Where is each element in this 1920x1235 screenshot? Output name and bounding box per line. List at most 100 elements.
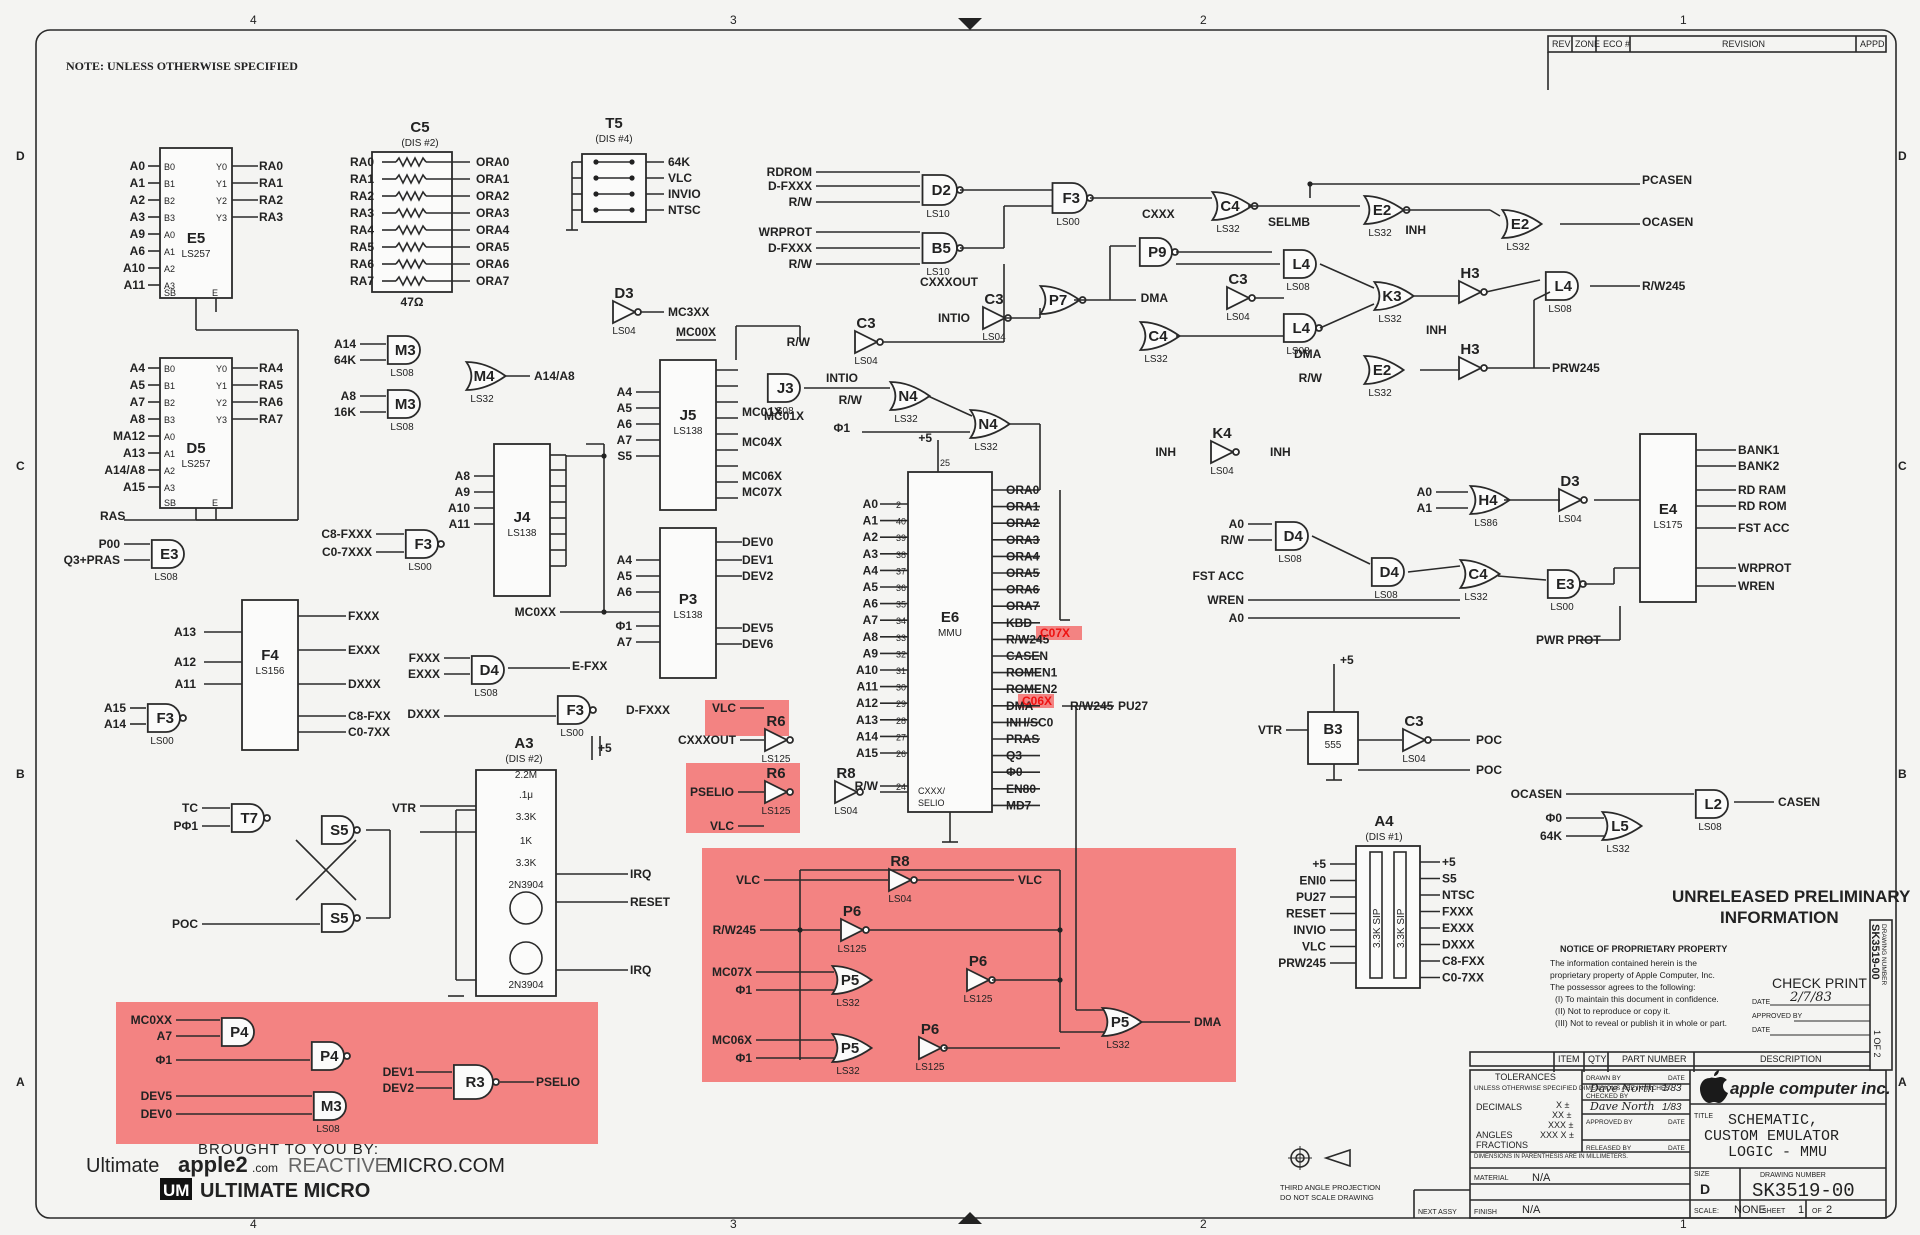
a4-in-6: PRW245 <box>1278 956 1326 970</box>
e4-out-6: WREN <box>1738 579 1775 593</box>
highlight-region-dma <box>702 848 1236 1082</box>
gate-s5a-label: S5 <box>330 822 348 839</box>
gate-p6c-type: LS125 <box>916 1062 945 1073</box>
gate-h4-type: LS86 <box>1474 518 1498 529</box>
gate-s5b: S5 <box>320 903 361 933</box>
tb-drawing-number: SK3519-00 <box>1752 1180 1855 1202</box>
p3-in-2: A6 <box>617 585 633 599</box>
gate-m3c-type: LS08 <box>316 1124 340 1135</box>
gate-m4-label: M4 <box>474 368 495 385</box>
e6-in-11: A11 <box>857 680 879 694</box>
f4-in-1: A12 <box>174 655 196 669</box>
e6-pin-in-4: 37 <box>896 566 906 576</box>
net-r245: R/W245 <box>1070 699 1114 713</box>
h3b-out-0: PRW245 <box>1552 361 1600 375</box>
a3-plus5: +5 <box>598 741 612 755</box>
c5-in-0: RA0 <box>350 155 374 169</box>
m3a-in-0: A14 <box>334 337 356 351</box>
r6b-in-1: VLC <box>710 819 734 833</box>
credits-reactive: REACTIVE <box>288 1155 388 1177</box>
d5-out-1: RA5 <box>259 378 283 392</box>
d4c-out-0: E-FXX <box>572 659 607 673</box>
tb-title-line-2: CUSTOM EMULATOR <box>1704 1128 1839 1145</box>
l2-out-0: CASEN <box>1778 795 1820 809</box>
apple-logo-icon <box>1700 1070 1728 1103</box>
a4-out-1: S5 <box>1442 872 1457 886</box>
gate-k4-type: LS04 <box>1210 466 1234 477</box>
gate-r8a-type: LS04 <box>834 806 858 817</box>
t7-in-1: PΦ1 <box>173 819 198 833</box>
gate-c3a-label: C3 <box>984 291 1003 308</box>
gate-c4a-type: LS32 <box>1216 224 1240 235</box>
e6-out-3: ORA3 <box>1006 533 1040 547</box>
e6-out-7: ORA7 <box>1006 599 1040 613</box>
highlight-region-r6a <box>705 700 789 736</box>
d5-sb: SB <box>164 498 176 508</box>
d4a-in-1: R/W <box>1221 533 1245 547</box>
e3a-out-0: RAS <box>100 509 125 523</box>
c3d-out-0: POC <box>1476 733 1502 747</box>
f3b-in-1: C0-7XXX <box>322 545 372 559</box>
c5-out-3: ORA3 <box>476 206 510 220</box>
a3-out-1: RESET <box>630 895 671 909</box>
gate-p6b-label: P6 <box>969 953 987 970</box>
tb-mm-note: DIMENSIONS IN PARENTHESIS ARE IN MILLIME… <box>1474 1154 1628 1160</box>
e6-c07x-label: C07X <box>1040 626 1070 640</box>
j5-in-3: A7 <box>617 433 633 447</box>
c5-out-4: ORA4 <box>476 223 510 237</box>
tb-header-part: PART NUMBER <box>1622 1054 1687 1064</box>
e2-out-pcasen: PCASEN <box>1642 173 1692 187</box>
gate-f3d-label: F3 <box>157 710 175 727</box>
p5b-in-0: MC06X <box>712 1033 752 1047</box>
f3d-in-1: A14 <box>104 717 126 731</box>
e6-pin-in-12: 29 <box>896 699 906 709</box>
proprietary-notice: NOTICE OF PROPRIETARY PROPERTY The infor… <box>1550 944 1727 1028</box>
gate-j3-type: LS08 <box>770 406 794 417</box>
e2c-in-0: R/W <box>1299 371 1323 385</box>
a3-out-2: IRQ <box>630 963 651 977</box>
e5-pin-in-6: A2 <box>164 264 175 274</box>
p3-in-1: A5 <box>617 569 633 583</box>
e6-pin-in-6: 35 <box>896 600 906 610</box>
proprietary-line-4: (I) To maintain this document in confide… <box>1555 994 1719 1004</box>
center-mark-top-icon <box>958 18 982 30</box>
e6-in-4: A4 <box>863 563 879 577</box>
j5-in-0: A4 <box>617 385 633 399</box>
gate-m3b-label: M3 <box>395 396 416 413</box>
highlight-c06x <box>1018 694 1054 708</box>
e6-c06x-label: C06X <box>1022 694 1052 708</box>
gate-p5a-label: P5 <box>841 972 859 989</box>
p3-in-0: A4 <box>617 553 633 567</box>
d4c-in-0: FXXX <box>409 651 440 665</box>
d5-in-1: A5 <box>130 378 146 392</box>
general-note: NOTE: UNLESS OTHERWISE SPECIFIED <box>66 59 298 73</box>
e5-out-3: RA3 <box>259 210 283 224</box>
d4c-in-1: EXXX <box>408 667 440 681</box>
d5-out-2: RA6 <box>259 395 283 409</box>
e6-out-18: EN80 <box>1006 782 1036 796</box>
d5-pin-out-1: Y1 <box>216 381 227 391</box>
p3-out-2: DEV2 <box>742 569 774 583</box>
j5-in-4: S5 <box>617 449 632 463</box>
e6-out-16: Q3 <box>1006 749 1022 763</box>
chip-a4-name: A4 <box>1374 813 1394 830</box>
gate-e2b-label: E2 <box>1511 216 1529 233</box>
tb-drawn-by: DRAWN BY <box>1586 1075 1621 1082</box>
p3-out-3: DEV5 <box>742 621 774 635</box>
net-selmb: SELMB <box>1268 215 1310 229</box>
chip-a4-sip1 <box>1369 851 1383 979</box>
gate-c4c-type: LS32 <box>1464 592 1488 603</box>
e6-out-11: ROMEN1 <box>1006 666 1058 680</box>
proprietary-line-5: (II) Not to reproduce or copy it. <box>1555 1006 1670 1016</box>
transistor-1-icon <box>509 891 543 925</box>
gate-e3a-type: LS08 <box>154 572 178 583</box>
